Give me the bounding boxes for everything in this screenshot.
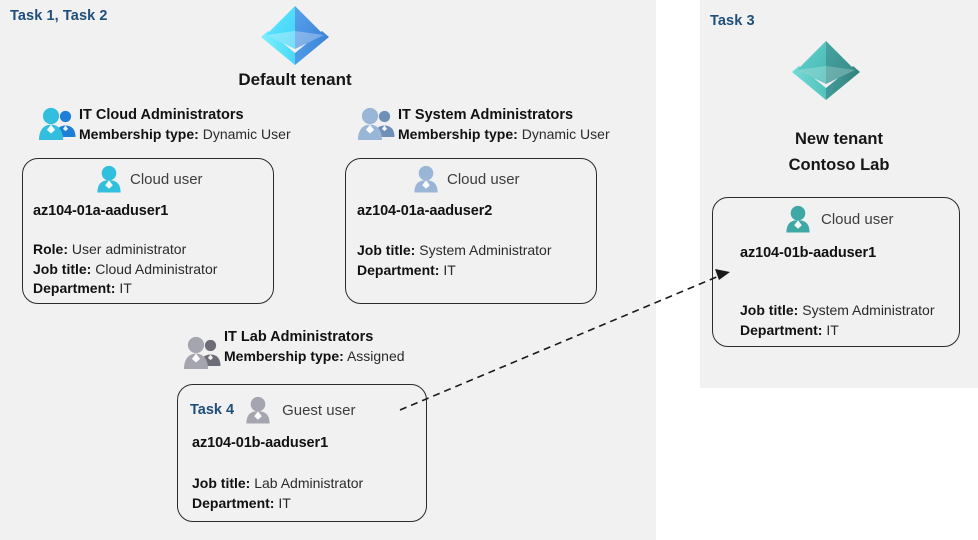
- user-name: az104-01a-aaduser2: [357, 203, 493, 219]
- user-name: az104-01b-aaduser1: [192, 435, 329, 451]
- property-value: Cloud Administrator: [95, 260, 218, 277]
- property-label: Job title:: [357, 242, 416, 258]
- group-header-lab-admins: IT Lab Administrators Membership type: A…: [224, 328, 405, 366]
- new-tenant-name-line1: New tenant: [794, 130, 883, 148]
- property-value: User administrator: [71, 241, 187, 257]
- property-value: IT: [443, 261, 456, 278]
- user-name: az104-01b-aaduser1: [740, 245, 877, 261]
- group-users-icon-cloud-admins: [38, 107, 78, 141]
- guest-user-icon: [243, 396, 273, 424]
- property-label: Department:: [33, 280, 116, 296]
- user-name: az104-01a-aaduser1: [33, 203, 169, 219]
- group-header-cloud-admins: IT Cloud Administrators Membership type:…: [79, 106, 291, 144]
- property-row: Department: IT: [357, 261, 552, 281]
- membership-value: Dynamic User: [521, 126, 610, 142]
- guest-card-header: Task 4 Guest user: [190, 396, 355, 424]
- property-row: Job title: Lab Administrator: [192, 474, 363, 494]
- group-membership: Membership type: Dynamic User: [398, 125, 610, 144]
- property-label: Role:: [33, 241, 68, 257]
- membership-value: Assigned: [346, 348, 405, 364]
- property-value: IT: [826, 321, 839, 338]
- azure-ad-tenant-icon-contoso: [789, 38, 863, 100]
- property-value: System Administrator: [419, 242, 552, 258]
- user-card-header: Cloud user: [783, 205, 894, 233]
- property-row: Department: IT: [33, 279, 217, 299]
- cloud-user-icon: [783, 205, 813, 233]
- property-label: Job title:: [192, 475, 251, 491]
- user-type-label: Cloud user: [130, 170, 203, 188]
- task-label-3: Task 3: [710, 13, 755, 29]
- user-type-label: Guest user: [282, 401, 356, 419]
- group-membership: Membership type: Assigned: [224, 347, 405, 366]
- default-tenant-name: Default tenant: [238, 70, 352, 89]
- property-label: Department:: [740, 321, 823, 338]
- default-tenant-panel: [0, 0, 656, 540]
- azure-ad-tenant-icon-default: [258, 3, 332, 65]
- user-type-label: Cloud user: [821, 210, 894, 228]
- property-row: Department: IT: [740, 321, 935, 341]
- group-header-system-admins: IT System Administrators Membership type…: [398, 106, 610, 144]
- property-label: Department:: [192, 494, 275, 511]
- membership-label: Membership type:: [224, 348, 344, 364]
- property-row: Job title: Cloud Administrator: [33, 260, 217, 280]
- membership-label: Membership type:: [398, 126, 518, 142]
- task-label-1-2: Task 1, Task 2: [10, 8, 108, 24]
- user-properties: Job title: System Administrator Departme…: [740, 301, 935, 340]
- property-value: IT: [278, 494, 291, 511]
- user-card-header: Cloud user: [94, 165, 203, 193]
- user-card-aaduser1[interactable]: [22, 158, 274, 304]
- user-card-guest-aaduser1[interactable]: [177, 384, 427, 522]
- property-value: Lab Administrator: [254, 475, 364, 491]
- user-type-label: Cloud user: [447, 170, 520, 188]
- user-properties: Job title: Lab Administrator Department:…: [192, 474, 363, 513]
- group-users-icon-lab-admins: [183, 336, 223, 370]
- property-row: Job title: System Administrator: [740, 301, 935, 321]
- property-row: Job title: System Administrator: [357, 241, 552, 261]
- user-properties: Job title: System Administrator Departme…: [357, 241, 552, 280]
- group-title: IT System Administrators: [398, 107, 574, 123]
- property-value: IT: [119, 280, 132, 296]
- user-card-contoso-aaduser1[interactable]: [712, 197, 960, 347]
- cloud-user-icon: [94, 165, 124, 193]
- group-users-icon-system-admins: [357, 107, 397, 141]
- group-title: IT Lab Administrators: [224, 329, 374, 345]
- task-label-4: Task 4: [190, 402, 235, 418]
- property-value: System Administrator: [802, 302, 935, 318]
- membership-label: Membership type:: [79, 126, 199, 142]
- property-label: Job title:: [33, 260, 92, 277]
- user-properties: Role: User administrator Job title: Clou…: [33, 240, 217, 299]
- property-label: Job title:: [740, 302, 799, 318]
- property-label: Department:: [357, 261, 440, 278]
- group-membership: Membership type: Dynamic User: [79, 125, 291, 144]
- new-tenant-name: New tenant Contoso Lab: [700, 126, 978, 178]
- new-tenant-name-line2: Contoso Lab: [788, 156, 890, 174]
- group-title: IT Cloud Administrators: [79, 107, 244, 123]
- membership-value: Dynamic User: [202, 126, 291, 142]
- property-row: Role: User administrator: [33, 240, 217, 260]
- property-row: Department: IT: [192, 494, 363, 514]
- cloud-user-icon: [411, 165, 441, 193]
- user-card-header: Cloud user: [411, 165, 520, 193]
